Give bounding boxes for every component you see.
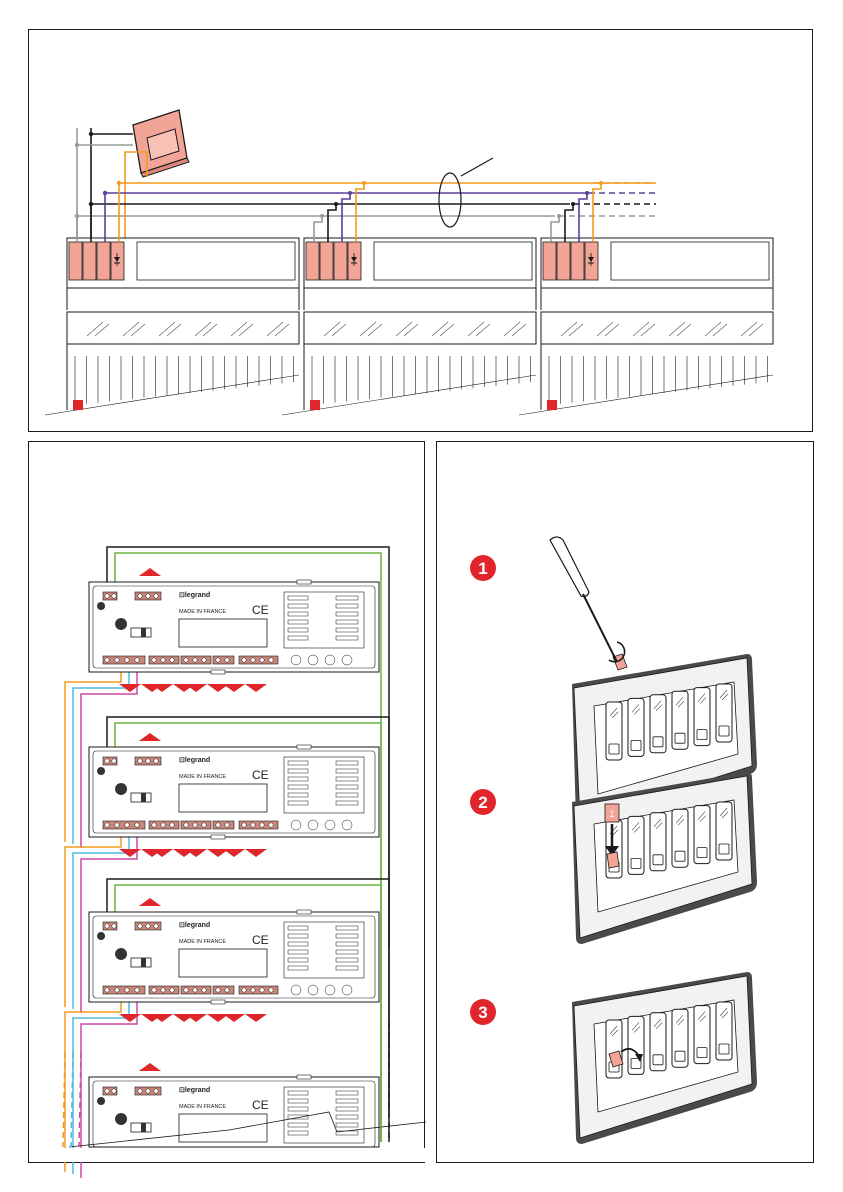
top-wiring-diagram — [29, 30, 814, 433]
step-2: 21 — [470, 772, 757, 944]
status-led — [73, 400, 83, 410]
red-arrow-icon — [223, 1014, 245, 1022]
ce-mark: CE — [252, 768, 269, 782]
status-led — [547, 400, 557, 410]
step-number: 3 — [478, 1003, 487, 1022]
made-in-label: MADE IN FRANCE — [179, 774, 226, 780]
screwdriver-icon — [550, 537, 625, 662]
made-in-label: MADE IN FRANCE — [179, 609, 226, 615]
ce-mark: CE — [252, 933, 269, 947]
step-number: 2 — [478, 793, 487, 812]
red-arrow-icon — [223, 684, 245, 692]
brand-logo: ⊡legrand — [179, 1087, 210, 1094]
top-wiring-panel — [28, 29, 813, 432]
step-number: 1 — [478, 559, 487, 578]
step-3: 3 — [470, 972, 757, 1144]
ce-mark: CE — [252, 603, 269, 617]
brand-logo: ⊡legrand — [179, 592, 210, 599]
brand-logo: ⊡legrand — [179, 757, 210, 764]
made-in-label: MADE IN FRANCE — [179, 939, 226, 945]
module-2 — [282, 238, 536, 415]
module-3 — [519, 238, 773, 415]
red-arrow-icon — [223, 849, 245, 857]
status-led — [310, 400, 320, 410]
pushbutton-switch-icon — [133, 110, 189, 177]
made-in-label: MADE IN FRANCE — [179, 1104, 226, 1110]
brand-logo: ⊡legrand — [179, 922, 210, 929]
module-1 — [45, 238, 299, 415]
step2-tag-number: 1 — [609, 809, 614, 819]
ce-mark: CE — [252, 1098, 269, 1112]
